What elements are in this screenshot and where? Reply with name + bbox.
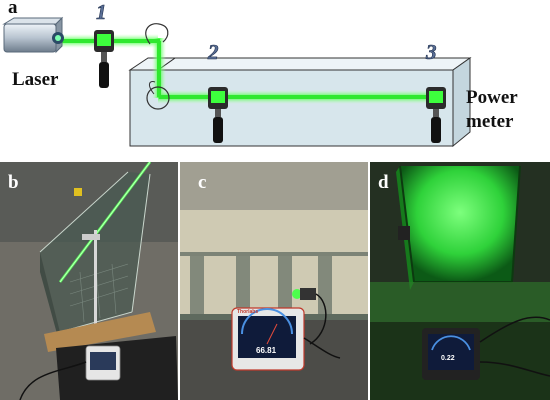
mirror-lower — [146, 81, 170, 110]
photo-panel-b: b — [0, 162, 178, 400]
panel-label-d: d — [378, 172, 389, 193]
photo-panel-d: 0.22 d — [370, 162, 550, 400]
panel-label-c: c — [198, 172, 207, 193]
laser-label: Laser — [12, 69, 59, 90]
meter-reading-c: 66.81 — [256, 346, 277, 355]
position-label-3: 3 — [426, 40, 437, 65]
photo-d-illustration — [370, 162, 550, 400]
detector-3 — [426, 87, 446, 143]
schematic-panel: a 1 2 3 Laser Power meter — [0, 0, 550, 160]
laser-device — [2, 16, 64, 54]
meter-brand-c: Thorlabs — [237, 309, 259, 315]
power-meter-label-line2: meter — [466, 111, 514, 132]
photo-panel-c: Thorlabs 66.81 c — [180, 162, 368, 400]
power-meter-label-line1: Power — [466, 87, 518, 108]
meter-reading-d: 0.22 — [441, 355, 455, 362]
detector-1 — [94, 30, 114, 88]
laser-beam — [62, 34, 442, 104]
photo-b-illustration — [0, 162, 178, 400]
mirror-upper — [145, 23, 169, 45]
panel-label-b: b — [8, 172, 19, 193]
position-label-1: 1 — [96, 0, 107, 24]
position-label-2: 2 — [208, 40, 219, 65]
detector-2 — [208, 87, 228, 143]
panel-label-a: a — [8, 0, 18, 18]
schematic-drawing — [2, 16, 472, 148]
photo-c-illustration — [180, 162, 368, 400]
